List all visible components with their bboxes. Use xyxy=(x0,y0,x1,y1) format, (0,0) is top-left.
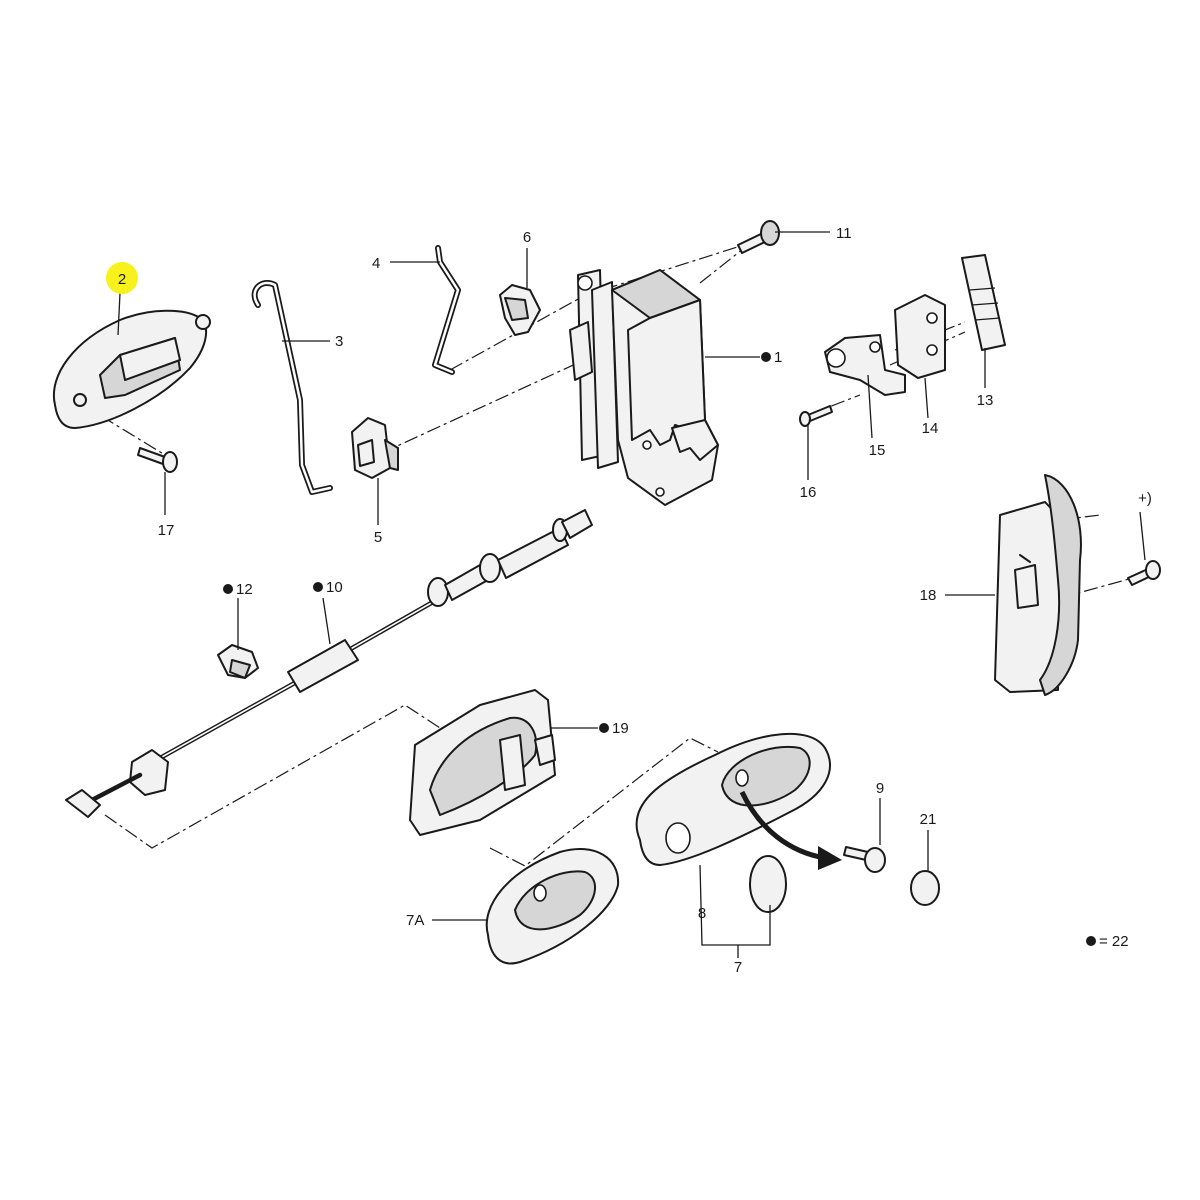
label-2[interactable]: 2 xyxy=(118,271,126,288)
label-3[interactable]: 3 xyxy=(335,333,343,350)
part-21-cap xyxy=(910,870,940,906)
part-4-rod xyxy=(432,245,461,375)
label-17[interactable]: 17 xyxy=(158,522,175,539)
label-15[interactable]: 15 xyxy=(869,442,886,459)
part-11-screw xyxy=(737,220,780,254)
label-18[interactable]: 18 xyxy=(920,587,937,604)
bullet-icon xyxy=(1086,936,1096,946)
label-1[interactable]: 1 xyxy=(774,349,782,366)
part-18-latch xyxy=(994,474,1082,696)
label-6[interactable]: 6 xyxy=(523,229,531,246)
part-7-cap xyxy=(749,855,787,913)
label-8[interactable]: 8 xyxy=(698,905,706,922)
label-19[interactable]: 19 xyxy=(612,720,629,737)
label-11[interactable]: 11 xyxy=(836,225,852,242)
part-13-plate xyxy=(961,254,1006,351)
bullet-icon xyxy=(313,582,323,592)
part-5-clip xyxy=(351,417,399,479)
part-8-escutcheon xyxy=(635,732,831,866)
part-17-screw xyxy=(137,447,178,473)
part-12-clip xyxy=(217,644,259,679)
leader-lines xyxy=(117,231,1146,958)
label-4[interactable]: 4 xyxy=(372,255,380,272)
part-10-cable xyxy=(65,509,593,818)
highlight-circle xyxy=(106,262,138,294)
part-6-clip xyxy=(499,284,541,336)
bullet-icon xyxy=(223,584,233,594)
label-10[interactable]: 10 xyxy=(326,579,343,596)
part-19-bezel xyxy=(409,689,556,836)
part-9-screw xyxy=(843,846,886,873)
part-2-outer-handle xyxy=(52,309,211,429)
label-7[interactable]: 7 xyxy=(734,959,742,976)
bullet-icon xyxy=(761,352,771,362)
curved-arrow xyxy=(739,790,842,870)
part-1-lock-housing xyxy=(569,269,719,506)
bullet-icon xyxy=(599,723,609,733)
part-14-plate xyxy=(894,294,946,379)
label-plus[interactable]: +) xyxy=(1138,490,1152,507)
label-16[interactable]: 16 xyxy=(800,484,817,501)
part-labels: 2 17 3 4 5 6 1 11 13 14 15 16 +) 18 12 1… xyxy=(118,225,1152,976)
part-16-screw xyxy=(799,405,833,427)
part-3-rod xyxy=(251,280,333,495)
label-14[interactable]: 14 xyxy=(922,420,939,437)
label-5[interactable]: 5 xyxy=(374,529,382,546)
label-7a[interactable]: 7A xyxy=(406,912,424,929)
part-plus-screw xyxy=(1127,560,1161,586)
label-13[interactable]: 13 xyxy=(977,392,994,409)
part-7a-bezel xyxy=(485,848,620,965)
label-9[interactable]: 9 xyxy=(876,780,884,797)
label-21[interactable]: 21 xyxy=(920,811,937,828)
label-12[interactable]: 12 xyxy=(236,581,253,598)
part-15-striker xyxy=(824,334,906,396)
legend-note: = 22 xyxy=(1099,933,1129,950)
